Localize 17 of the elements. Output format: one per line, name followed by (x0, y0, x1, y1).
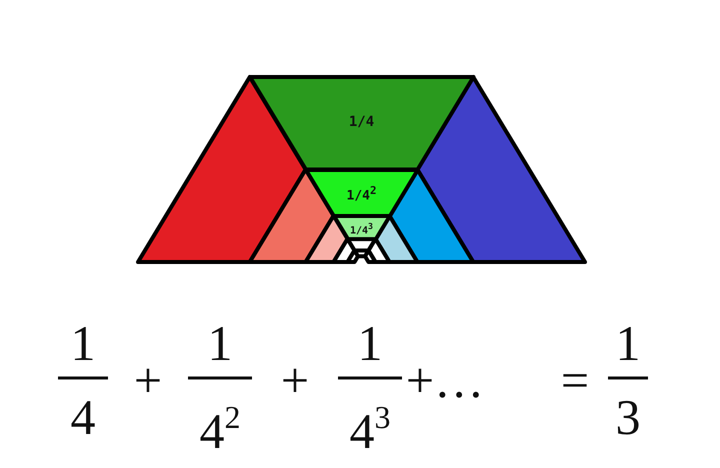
trapezoid-region (250, 77, 474, 170)
denominator: 4$^{2}$ (200, 398, 240, 456)
ellipsis: +… (406, 355, 484, 405)
numerator: 1 (358, 318, 382, 368)
denominator: 4$^{3}$ (350, 398, 390, 456)
numerator: 1 (616, 318, 640, 368)
numerator: 1 (70, 318, 96, 368)
fraction-label: 1/4$^{3}$ (350, 220, 374, 236)
fraction-label: 1/4 (348, 114, 374, 130)
equals-sign: = (560, 355, 590, 405)
fraction-label: 1/4$^{2}$ (346, 184, 376, 204)
denominator: 4 (70, 392, 96, 442)
plus-sign: + (134, 355, 162, 405)
denominator: 3 (616, 392, 640, 442)
plus-sign: + (280, 355, 310, 405)
trapezoid-region (306, 170, 418, 216)
numerator: 1 (208, 318, 232, 368)
